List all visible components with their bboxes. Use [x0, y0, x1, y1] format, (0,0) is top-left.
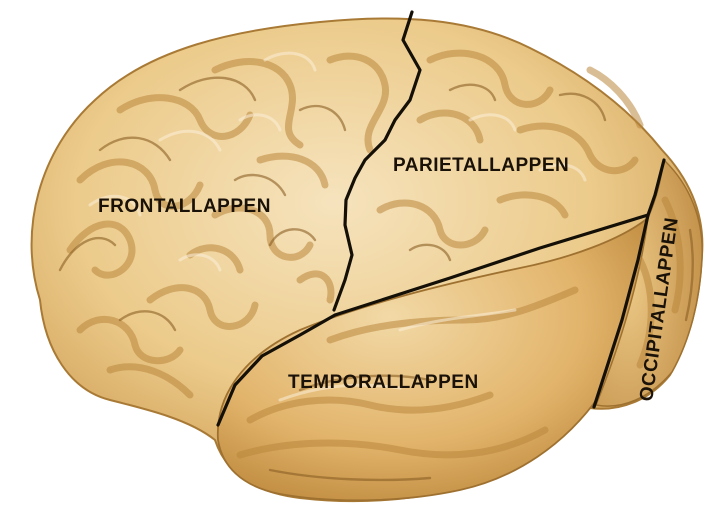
temporal-lobe-label: TEMPORALLAPPEN — [288, 372, 479, 393]
frontal-lobe-label: FRONTALLAPPEN — [98, 196, 271, 217]
parietal-lobe-label: PARIETALLAPPEN — [393, 155, 569, 176]
